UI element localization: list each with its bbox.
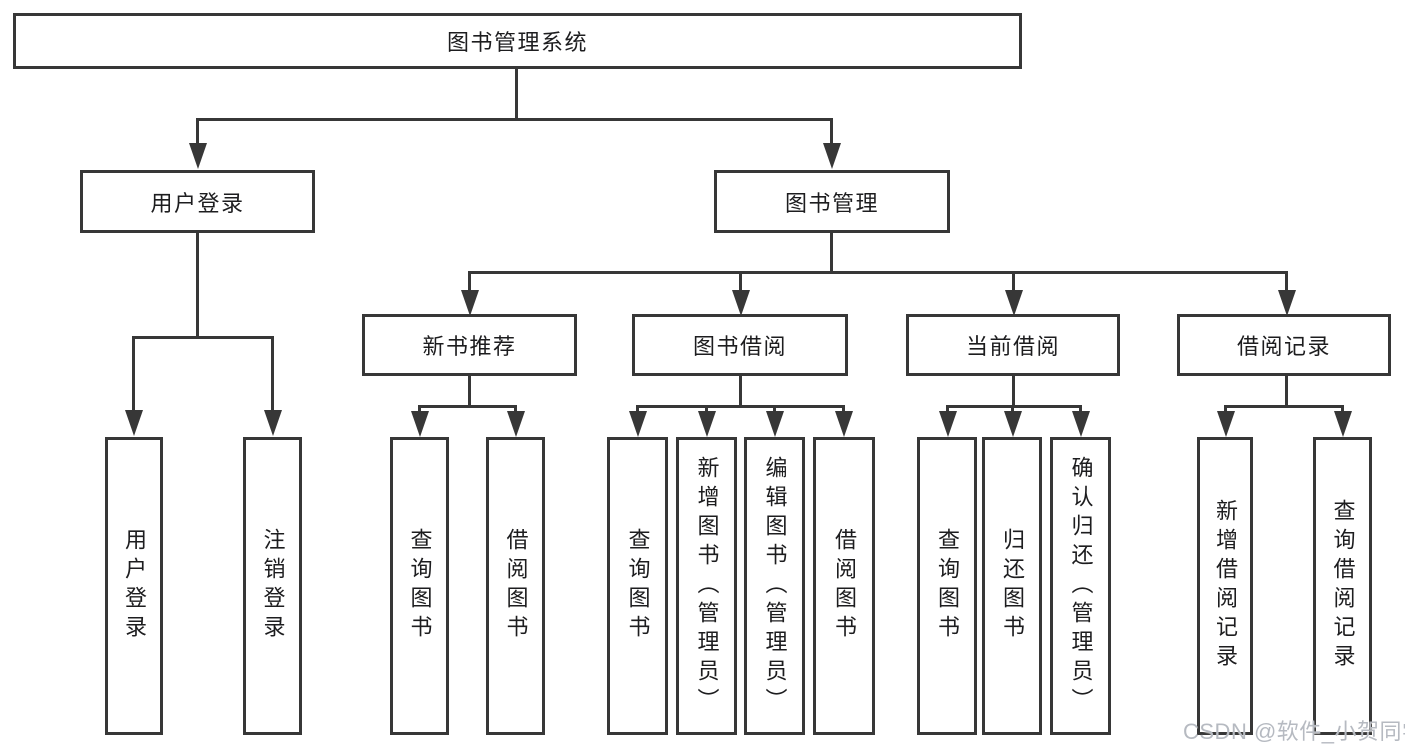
leaf-query-borrow-record: 查询借阅记录	[1313, 437, 1372, 735]
node-label: 当前借阅	[965, 334, 1060, 359]
connector-leaf	[514, 405, 517, 412]
connector-root-rail	[196, 118, 833, 121]
arrowhead	[264, 410, 282, 436]
connector-new-book-rail	[418, 405, 517, 408]
arrowhead	[507, 411, 525, 437]
connector-book-borrow-rail	[636, 405, 845, 408]
connector-branch-borrow-record	[1285, 271, 1288, 290]
node-new-book-recommend: 新书推荐	[362, 314, 577, 376]
connector-user-login-stem	[196, 233, 199, 338]
node-label: 用户登录	[150, 190, 245, 216]
arrowhead	[766, 411, 784, 437]
connector-branch-new-book	[468, 271, 471, 290]
leaf-borrow-books-recommend: 借阅图书	[486, 437, 545, 735]
connector-current-borrow-stem	[1012, 376, 1015, 408]
connector-new-book-stem	[468, 376, 471, 408]
connector-leaf	[418, 405, 421, 412]
arrowhead	[823, 143, 841, 169]
node-book-borrowing: 图书借阅	[632, 314, 848, 376]
leaf-label: 借阅图书	[503, 528, 529, 644]
leaf-label: 注销登录	[260, 528, 286, 644]
arrowhead	[939, 411, 957, 437]
connector-leaf	[773, 405, 776, 412]
arrowhead	[411, 411, 429, 437]
leaf-add-books-admin: 新增图书（管理员）	[676, 437, 737, 735]
arrowhead	[1004, 411, 1022, 437]
leaf-edit-books-admin: 编辑图书（管理员）	[744, 437, 805, 735]
node-label: 图书借阅	[692, 334, 787, 359]
leaf-query-books-current: 查询图书	[917, 437, 977, 735]
node-borrow-records: 借阅记录	[1177, 314, 1391, 376]
node-book-management: 图书管理	[714, 170, 950, 233]
arrowhead	[189, 143, 207, 169]
leaf-label: 查询借阅记录	[1330, 499, 1356, 673]
leaf-label: 编辑图书（管理员）	[762, 455, 788, 717]
node-label: 借阅记录	[1236, 334, 1331, 359]
arrowhead	[698, 411, 716, 437]
arrowhead	[1334, 411, 1352, 437]
connector-book-borrow-stem	[739, 376, 742, 408]
leaf-label: 借阅图书	[832, 528, 857, 644]
leaf-label: 查询图书	[407, 528, 433, 644]
connector-leaf	[946, 405, 949, 412]
arrowhead	[1072, 411, 1090, 437]
arrowhead	[125, 410, 143, 436]
leaf-confirm-return-admin: 确认归还（管理员）	[1050, 437, 1111, 735]
leaf-label: 查询图书	[625, 528, 651, 644]
leaf-user-login: 用户登录	[105, 437, 163, 735]
connector-book-mgmt-stem	[830, 233, 833, 271]
leaf-label: 新增借阅记录	[1213, 499, 1238, 673]
connector-branch-current-borrow	[1012, 271, 1015, 290]
connector-book-mgmt-rail	[469, 271, 1288, 274]
arrowhead	[1278, 290, 1296, 316]
leaf-query-books-recommend: 查询图书	[390, 437, 449, 735]
arrowhead	[1005, 290, 1023, 316]
connector-user-login-rail	[132, 336, 274, 339]
arrowhead	[461, 290, 479, 316]
connector-leaf	[842, 405, 845, 412]
arrowhead	[629, 411, 647, 437]
leaf-label: 新增图书（管理员）	[694, 455, 720, 717]
connector-branch-book-borrow	[739, 271, 742, 290]
connector-leaf-login	[132, 336, 135, 410]
node-label: 新书推荐	[422, 334, 517, 359]
node-library-management-system: 图书管理系统	[13, 13, 1022, 69]
leaf-label: 归还图书	[1000, 528, 1025, 644]
connector-leaf	[636, 405, 639, 412]
connector-leaf	[1079, 405, 1082, 412]
leaf-label: 查询图书	[935, 528, 960, 644]
leaf-label: 确认归还（管理员）	[1068, 455, 1094, 717]
node-label: 图书管理系统	[446, 30, 588, 55]
node-label: 图书管理	[784, 190, 879, 216]
connector-branch-user-login	[196, 118, 199, 143]
arrowhead	[732, 290, 750, 316]
node-user-login: 用户登录	[80, 170, 315, 233]
connector-leaf	[705, 405, 708, 412]
connector-branch-book-mgmt	[830, 118, 833, 143]
connector-leaf-logout	[271, 336, 274, 410]
connector-borrow-record-rail	[1224, 405, 1343, 408]
leaf-add-borrow-record: 新增借阅记录	[1197, 437, 1253, 735]
node-current-borrowing: 当前借阅	[906, 314, 1120, 376]
leaf-query-books-borrowing: 查询图书	[607, 437, 668, 735]
csdn-watermark: CSDN @软件_小贺同学	[1183, 719, 1405, 744]
connector-borrow-record-stem	[1285, 376, 1288, 408]
connector-root-stem	[515, 69, 518, 118]
connector-leaf	[1224, 405, 1227, 412]
arrowhead	[835, 411, 853, 437]
connector-leaf	[1011, 405, 1014, 412]
connector-leaf	[1341, 405, 1344, 412]
leaf-label: 用户登录	[122, 528, 147, 644]
leaf-logout: 注销登录	[243, 437, 302, 735]
leaf-borrow-books: 借阅图书	[813, 437, 875, 735]
leaf-return-books: 归还图书	[982, 437, 1042, 735]
arrowhead	[1217, 411, 1235, 437]
